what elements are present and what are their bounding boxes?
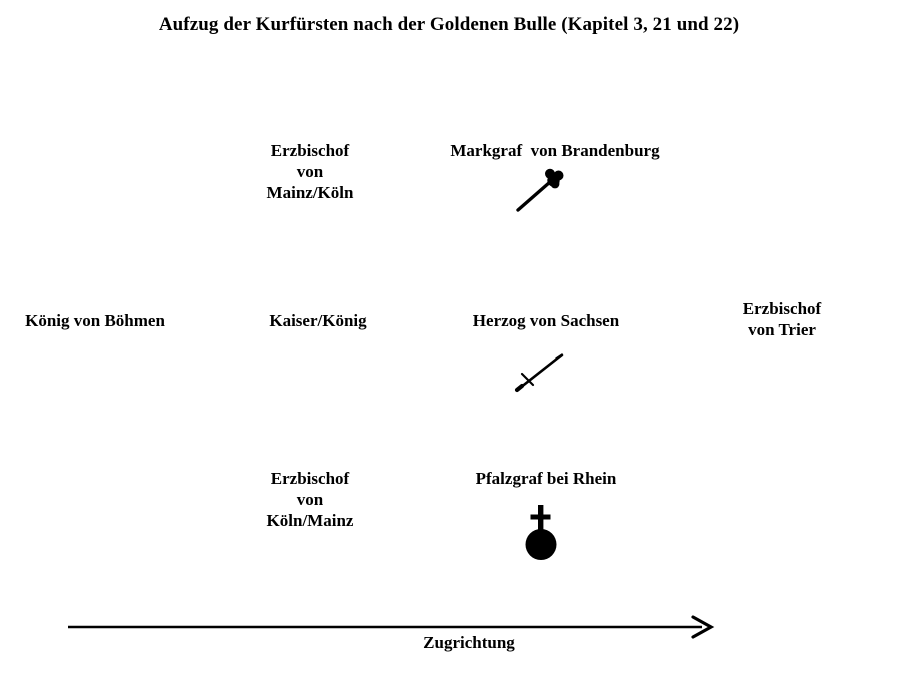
direction-arrow-icon xyxy=(66,615,718,640)
label-kaiser-koenig: Kaiser/König xyxy=(269,311,367,330)
label-pfalzgraf-rhein: Pfalzgraf bei Rhein xyxy=(475,469,617,488)
label-erzbischof-koeln-mainz: Erzbischof von Köln/Mainz xyxy=(266,469,354,530)
imperial-orb-icon xyxy=(517,503,565,561)
sword-icon xyxy=(512,350,570,396)
direction-label: Zugrichtung xyxy=(423,633,515,652)
page-title: Aufzug der Kurfürsten nach der Goldenen … xyxy=(158,14,740,35)
label-erzbischof-trier: Erzbischof von Trier xyxy=(742,299,822,339)
label-markgraf-brandenburg: Markgraf von Brandenburg xyxy=(450,141,660,160)
label-koenig-boehmen: König von Böhmen xyxy=(25,311,165,330)
label-erzbischof-mainz-koeln: Erzbischof von Mainz/Köln xyxy=(266,141,354,202)
label-herzog-sachsen: Herzog von Sachsen xyxy=(472,311,620,330)
scepter-icon xyxy=(512,168,568,216)
